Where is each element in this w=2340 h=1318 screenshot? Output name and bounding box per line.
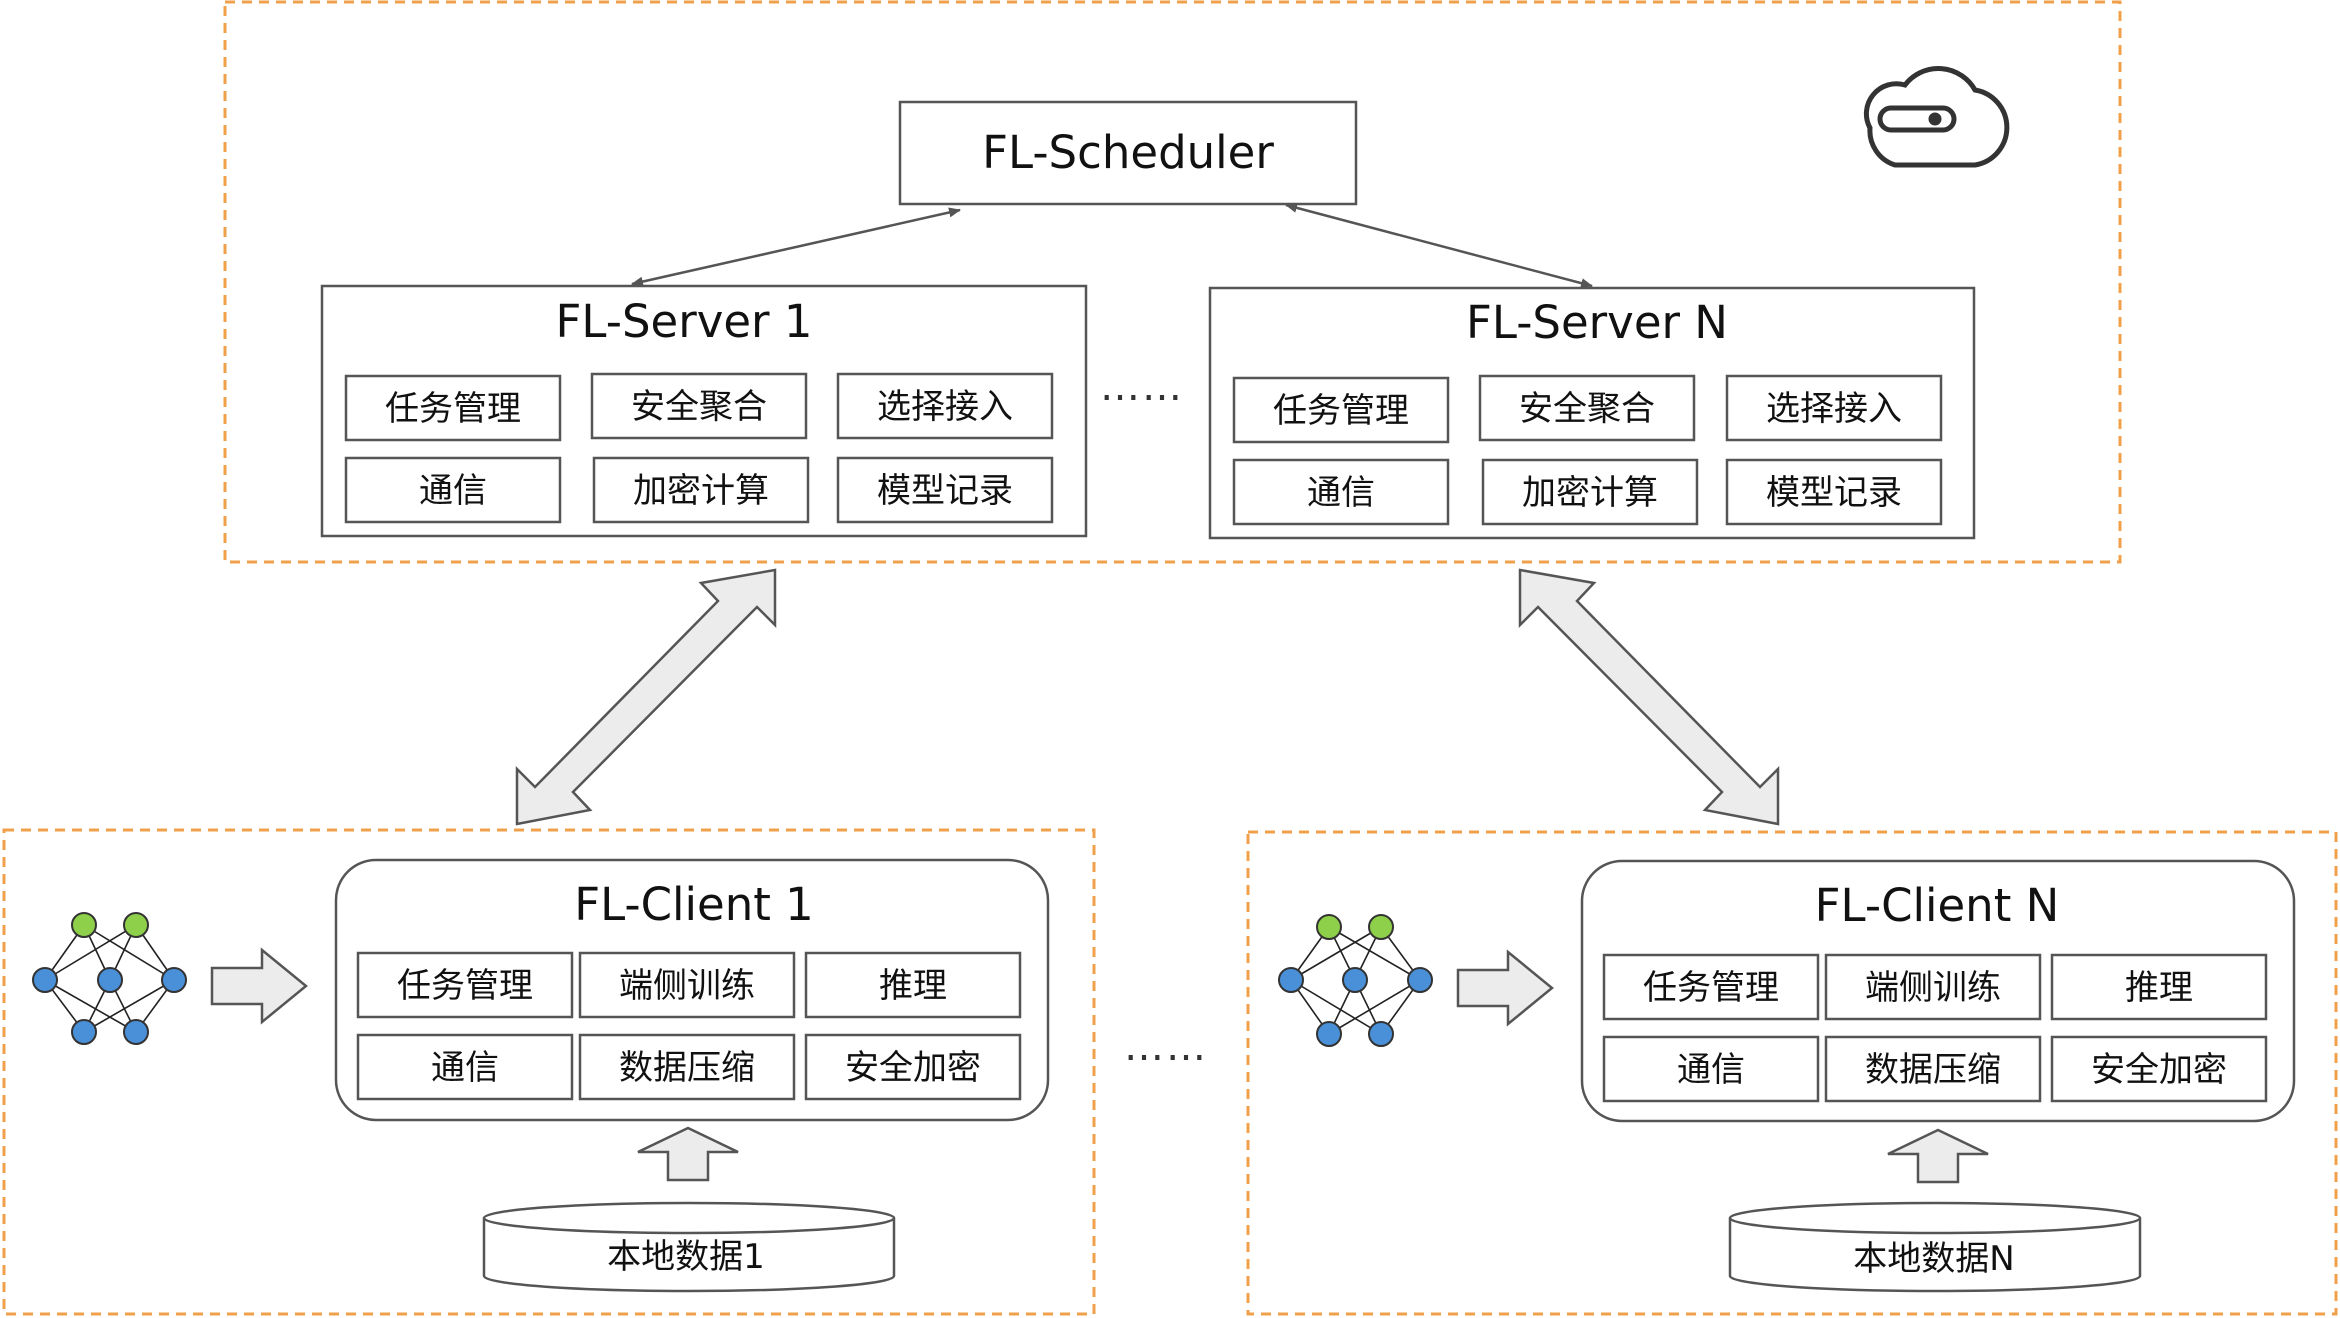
model-to-client1-arrow xyxy=(210,947,308,1025)
server-n-modules: 任务管理 安全聚合 选择接入 通信 加密计算 模型记录 xyxy=(1232,374,1943,526)
scheduler-server1-connector xyxy=(631,207,961,287)
client-1-module-box xyxy=(356,1033,574,1101)
server-n-module-task-management: 任务管理 xyxy=(1273,391,1409,431)
client-1-module-box xyxy=(356,951,574,1019)
neural-network-icon xyxy=(1278,914,1433,1047)
server1-client1-double-arrow xyxy=(515,568,777,826)
client-n-module-inference: 推理 xyxy=(2125,968,2193,1008)
client-n-module-box xyxy=(1824,1035,2042,1103)
scheduler-title: FL-Scheduler xyxy=(982,126,1274,179)
server-title-1: FL-Server 1 xyxy=(556,295,813,348)
server-n-module-model-recording: 模型记录 xyxy=(1766,473,1902,513)
server-1-module-box xyxy=(592,456,810,524)
client-1-module-box xyxy=(804,951,1022,1019)
server-1-module-box xyxy=(344,374,562,442)
client-1-module-task-management: 任务管理 xyxy=(397,966,533,1006)
server-1-module-box xyxy=(836,456,1054,524)
client-ellipsis: …… xyxy=(1124,1024,1208,1070)
client-region-n xyxy=(1246,830,2338,1316)
client-n-module-box xyxy=(1602,953,1820,1021)
scheduler-box xyxy=(898,100,1358,206)
neural-network-icon xyxy=(32,912,187,1045)
client-n-module-data-compression: 数据压缩 xyxy=(1865,1050,2001,1090)
client-1-module-communication: 通信 xyxy=(431,1048,499,1088)
client-1-module-inference: 推理 xyxy=(879,966,947,1006)
client-n-module-communication: 通信 xyxy=(1677,1050,1745,1090)
servern-clientn-double-arrow xyxy=(1518,568,1780,826)
client-title-n: FL-Client N xyxy=(1815,879,2060,932)
server-1-module-secure-aggregation: 安全聚合 xyxy=(631,387,767,427)
server-n-module-secure-aggregation: 安全聚合 xyxy=(1519,389,1655,429)
client-n-module-box xyxy=(2050,953,2268,1021)
local-data-1-label: 本地数据1 xyxy=(607,1237,765,1277)
client-n-module-task-management: 任务管理 xyxy=(1643,968,1779,1008)
data-to-client1-arrow xyxy=(637,1126,739,1182)
server-1-module-encrypted-computation: 加密计算 xyxy=(633,471,769,511)
server-1-module-box xyxy=(344,456,562,524)
server-ellipsis: …… xyxy=(1100,364,1184,410)
server-1-module-model-recording: 模型记录 xyxy=(877,471,1013,511)
cloud-region xyxy=(223,0,2122,564)
server-1-module-communication: 通信 xyxy=(419,471,487,511)
client-n-module-box xyxy=(1602,1035,1820,1103)
local-data-n-cylinder xyxy=(1728,1201,2142,1293)
client-n-modules: 任务管理 端侧训练 推理 通信 数据压缩 安全加密 xyxy=(1602,953,2268,1103)
scheduler-servern-connector xyxy=(1285,202,1593,289)
client-1-module-box xyxy=(804,1033,1022,1101)
data-to-clientn-arrow xyxy=(1887,1128,1989,1184)
client-n-module-box xyxy=(1824,953,2042,1021)
local-data-1-cylinder xyxy=(482,1201,896,1293)
server-1-module-box xyxy=(590,372,808,440)
client-1-module-on-device-training: 端侧训练 xyxy=(619,966,755,1006)
client-1-module-box xyxy=(578,951,796,1019)
server-1-module-task-management: 任务管理 xyxy=(385,389,521,429)
server-1-module-selective-access: 选择接入 xyxy=(877,387,1013,427)
server-n-module-encrypted-computation: 加密计算 xyxy=(1522,473,1658,513)
client-1-modules: 任务管理 端侧训练 推理 通信 数据压缩 安全加密 xyxy=(356,951,1022,1101)
client-n-module-on-device-training: 端侧训练 xyxy=(1865,968,2001,1008)
client-n-module-secure-encryption: 安全加密 xyxy=(2091,1050,2227,1090)
cloud-icon xyxy=(1863,66,2010,168)
client-1-module-box xyxy=(578,1033,796,1101)
model-to-clientn-arrow xyxy=(1456,949,1554,1027)
server-n-module-box xyxy=(1232,376,1450,444)
server-n-module-selective-access: 选择接入 xyxy=(1766,389,1902,429)
server-n-module-box xyxy=(1478,374,1696,442)
server-1-module-box xyxy=(836,372,1054,440)
server-n-module-box xyxy=(1481,458,1699,526)
server-n-module-communication: 通信 xyxy=(1307,473,1375,513)
server-n-module-box xyxy=(1232,458,1450,526)
client-n-module-box xyxy=(2050,1035,2268,1103)
server-n-module-box xyxy=(1725,374,1943,442)
client-title-1: FL-Client 1 xyxy=(574,878,814,931)
client-1-module-data-compression: 数据压缩 xyxy=(619,1048,755,1088)
server-n-module-box xyxy=(1725,458,1943,526)
client-1-module-secure-encryption: 安全加密 xyxy=(845,1048,981,1088)
local-data-n-label: 本地数据N xyxy=(1853,1239,2014,1279)
server-title-n: FL-Server N xyxy=(1466,296,1728,349)
client-region-1 xyxy=(2,828,1096,1316)
server-1-modules: 任务管理 安全聚合 选择接入 通信 加密计算 模型记录 xyxy=(344,372,1054,524)
